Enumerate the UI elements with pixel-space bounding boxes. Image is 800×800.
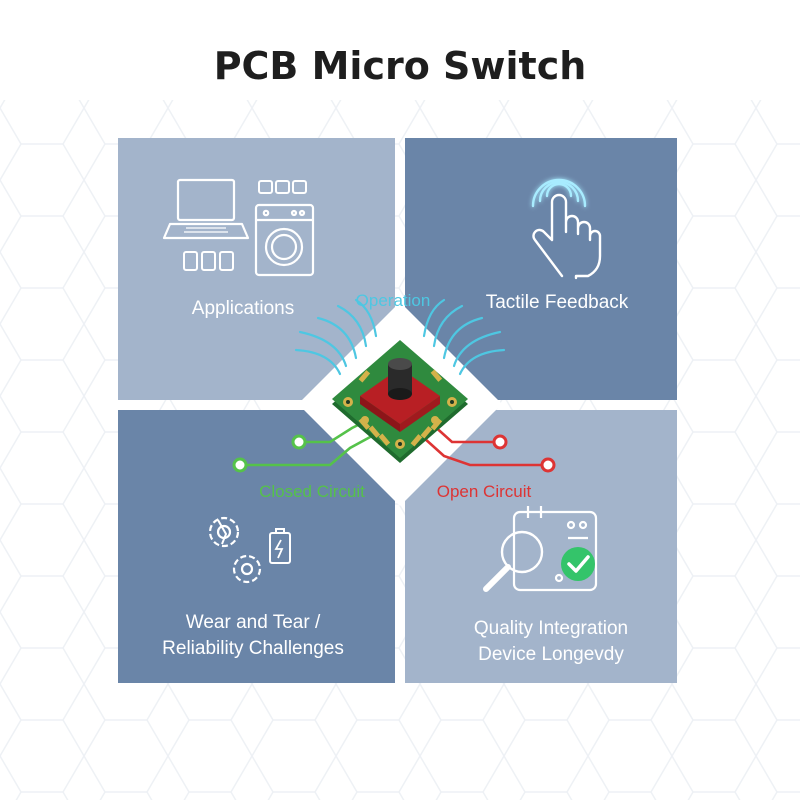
wear-label-line2: Reliability Challenges — [162, 638, 344, 659]
washing-machine-icon — [254, 203, 315, 277]
quality-label-line2: Device Longevdy — [478, 644, 624, 665]
quality-label-line1: Quality Integration — [474, 618, 628, 639]
tactile-feedback-label: Tactile Feedback — [486, 292, 629, 313]
touch-hand-icon — [531, 178, 602, 280]
page-title: PCB Micro Switch — [213, 44, 587, 88]
open-circuit-node — [492, 434, 508, 450]
open-circuit-label: Open Circuit — [437, 482, 532, 501]
pcb-micro-switch — [332, 340, 468, 463]
open-circuit-node — [540, 457, 556, 473]
checklist-icon — [512, 506, 598, 592]
applications-label: Applications — [192, 298, 294, 319]
closed-circuit-node — [232, 457, 248, 473]
open-circuit-traces — [423, 423, 548, 467]
wear-panel — [118, 410, 395, 683]
operation-waves — [294, 298, 506, 376]
closed-circuit-label: Closed Circuit — [259, 482, 365, 501]
magnifier-icon — [483, 530, 544, 592]
wear-label-line1: Wear and Tear / — [186, 612, 321, 633]
gears-icon — [208, 516, 262, 584]
laptop-icon — [162, 178, 250, 240]
keypad-icon — [183, 180, 307, 271]
checkmark-icon — [561, 547, 595, 581]
operation-label: Operation — [356, 291, 431, 310]
closed-circuit-node — [291, 434, 307, 450]
battery-icon — [269, 528, 291, 564]
